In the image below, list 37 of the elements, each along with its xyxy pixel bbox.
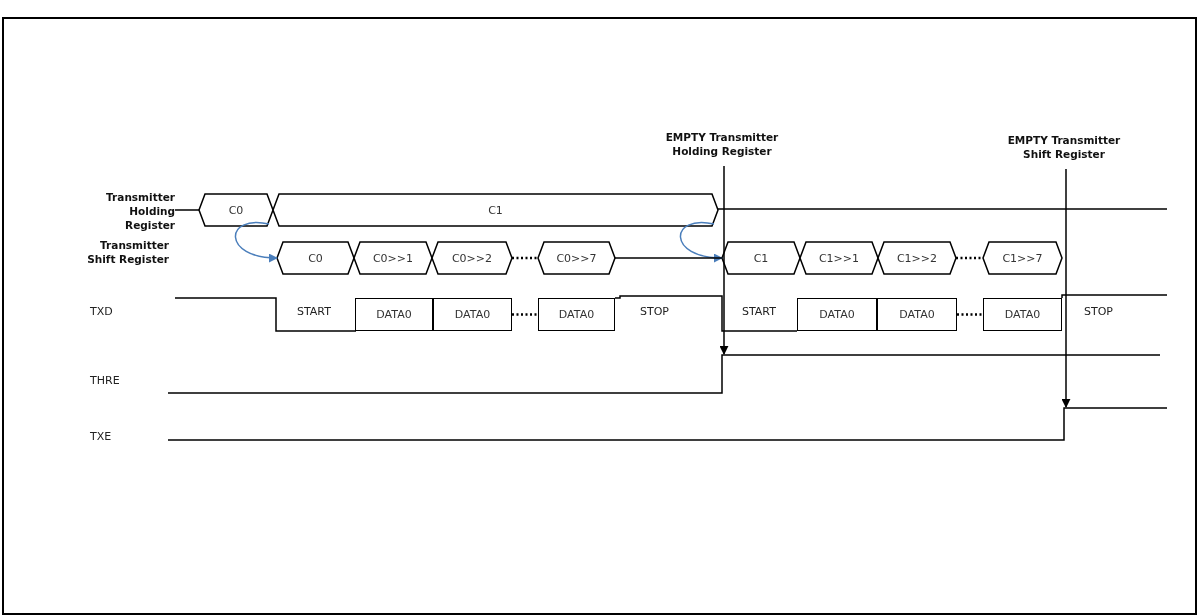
waveform-line — [1061, 294, 1168, 299]
data-hexagon: C1 — [722, 242, 800, 274]
bit-label: START — [742, 305, 776, 318]
data-bit-box: DATA0 — [983, 298, 1062, 331]
event-label: EMPTY Transmitter Holding Register — [660, 128, 784, 160]
signal-name: TXD — [90, 305, 113, 318]
transfer-arrow — [719, 165, 729, 355]
data-hexagon: C1>>1 — [800, 242, 878, 274]
bit-label: STOP — [1084, 305, 1113, 318]
data-hexagon: C0>>2 — [432, 242, 512, 274]
data-hexagon: C1>>2 — [878, 242, 956, 274]
data-bit-box: DATA0 — [433, 298, 512, 331]
data-hexagon: C1>>7 — [983, 242, 1062, 274]
data-hexagon: C0>>7 — [538, 242, 615, 274]
transfer-arrow — [234, 221, 278, 262]
signal-name: Transmitter Shift Register — [86, 238, 169, 266]
data-hexagon: C0 — [199, 194, 273, 226]
transfer-arrow — [1061, 168, 1071, 408]
signal-name: TXE — [90, 430, 112, 443]
dotted-line — [512, 256, 538, 260]
event-label: EMPTY Transmitter Shift Register — [1002, 131, 1126, 163]
transfer-arrow — [679, 221, 723, 262]
dotted-line — [957, 313, 983, 316]
waveform-line — [614, 295, 798, 332]
data-hexagon: C0 — [277, 242, 354, 274]
dotted-line — [956, 256, 983, 260]
data-hexagon: C0>>1 — [354, 242, 432, 274]
data-bit-box: DATA0 — [797, 298, 877, 331]
data-bit-box: DATA0 — [877, 298, 957, 331]
dotted-line — [512, 313, 538, 316]
waveform-line — [614, 257, 723, 259]
bit-label: START — [297, 305, 331, 318]
bit-label: STOP — [640, 305, 669, 318]
signal-name: Transmitter Holding Register — [105, 190, 175, 232]
signal-name: THRE — [90, 374, 120, 387]
data-bit-box: DATA0 — [355, 298, 433, 331]
data-bit-box: DATA0 — [538, 298, 615, 331]
